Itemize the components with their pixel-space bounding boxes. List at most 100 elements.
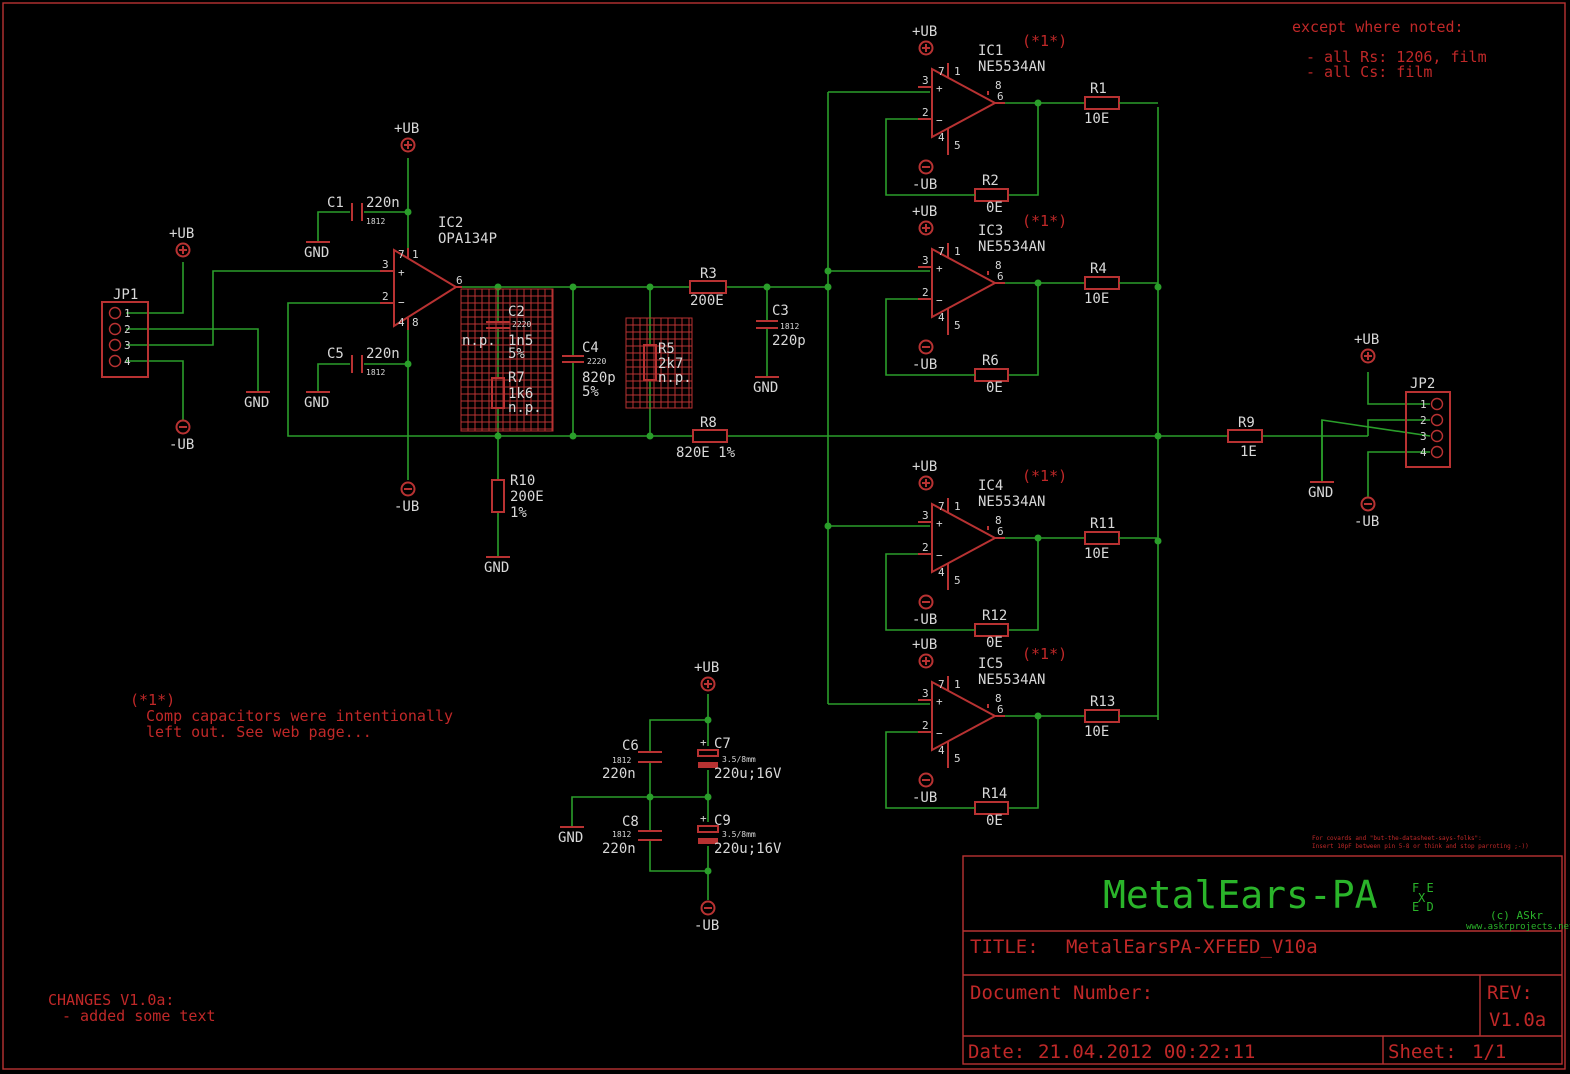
svg-text:E D: E D	[1412, 900, 1434, 914]
c5-capacitor: C5 220n 1812	[327, 346, 400, 377]
svg-text:-UB: -UB	[912, 790, 937, 806]
svg-text:0E: 0E	[986, 635, 1003, 651]
plus-supply-icon: +UB	[1354, 332, 1379, 364]
svg-text:R7: R7	[508, 370, 525, 386]
jp2-connector: 12 34 JP2	[1405, 376, 1451, 468]
plus-supply-icon: +UB	[912, 637, 937, 669]
r5-resistor: R5 2k7 n.p.	[643, 341, 692, 386]
svg-text:R14: R14	[982, 786, 1007, 802]
svg-text:+: +	[936, 262, 943, 275]
svg-text:-UB: -UB	[694, 918, 719, 934]
svg-text:3: 3	[922, 509, 929, 522]
buffer-ic-label: IC1	[978, 43, 1003, 59]
plus-supply-icon: +UB	[169, 226, 194, 258]
svg-text:n.p.: n.p.	[508, 400, 542, 416]
svg-text:www.askrprojects.net: www.askrprojects.net	[1466, 922, 1570, 932]
buffer-ic-label: IC5	[978, 656, 1003, 672]
c3-capacitor: C3 1812 220p	[756, 303, 806, 349]
svg-text:10E: 10E	[1084, 546, 1109, 562]
svg-text:- all Cs: film: - all Cs: film	[1306, 63, 1432, 81]
svg-text:1812: 1812	[612, 830, 631, 839]
svg-text:n.p.: n.p.	[462, 333, 496, 349]
buffer-stage-2: +−32674815IC3NE5534AN(*1*)R410ER60E+UB-U…	[885, 204, 1158, 396]
svg-text:7: 7	[938, 678, 945, 691]
svg-text:220p: 220p	[772, 333, 806, 349]
svg-text:Insert 10pF between pin 5-8 or: Insert 10pF between pin 5-8 or think and…	[1312, 843, 1529, 850]
r10-resistor: R10 200E 1%	[491, 473, 544, 521]
svg-text:2: 2	[1420, 414, 1427, 427]
plus-supply-icon: +UB	[912, 204, 937, 236]
svg-text:0E: 0E	[986, 380, 1003, 396]
svg-text:+: +	[936, 82, 943, 95]
svg-text:R2: R2	[982, 173, 999, 189]
header-notes: except where noted: - all Rs: 1206, film…	[1292, 18, 1487, 81]
svg-text:3: 3	[922, 74, 929, 87]
svg-text:6: 6	[997, 270, 1004, 283]
svg-text:1k6: 1k6	[508, 386, 533, 402]
svg-text:220n: 220n	[602, 766, 636, 782]
svg-text:7: 7	[398, 248, 405, 261]
plus-supply-icon: +UB	[394, 121, 419, 153]
svg-text:1812: 1812	[366, 217, 385, 226]
buffer-ic-label: IC4	[978, 478, 1003, 494]
svg-text:+: +	[700, 812, 707, 825]
svg-text:+UB: +UB	[912, 24, 937, 40]
svg-text:8: 8	[412, 316, 419, 329]
svg-text:-UB: -UB	[394, 499, 419, 515]
svg-text:-UB: -UB	[169, 437, 194, 453]
svg-text:GND: GND	[1308, 485, 1333, 501]
svg-text:1: 1	[954, 500, 961, 513]
c7-capacitor: + C7 3.5/8mm 220u;16V	[697, 736, 782, 782]
changes-note: CHANGES V1.0a: - added some text	[48, 991, 216, 1025]
svg-text:2: 2	[922, 106, 929, 119]
svg-text:V1.0a: V1.0a	[1489, 1009, 1546, 1031]
svg-text:C4: C4	[582, 340, 599, 356]
comp-star-label: (*1*)	[1022, 212, 1067, 230]
svg-text:left out. See web page...: left out. See web page...	[146, 723, 372, 741]
svg-text:5: 5	[954, 319, 961, 332]
title-block: MetalEars-PA F E X E D (c) ASkr www.askr…	[962, 855, 1570, 1065]
ground-icon: GND	[558, 826, 584, 846]
ground-icon: GND	[304, 391, 330, 411]
svg-text:C8: C8	[622, 814, 639, 830]
svg-text:4: 4	[938, 311, 945, 324]
comp-star-label: (*1*)	[1022, 32, 1067, 50]
svg-text:4: 4	[938, 131, 945, 144]
svg-text:R13: R13	[1090, 694, 1115, 710]
svg-text:3.5/8mm: 3.5/8mm	[722, 830, 756, 839]
jp1-label: JP1	[113, 287, 138, 303]
svg-text:2k7: 2k7	[658, 356, 683, 372]
svg-text:220n: 220n	[366, 195, 400, 211]
comp-star-label: (*1*)	[1022, 467, 1067, 485]
svg-text:C3: C3	[772, 303, 789, 319]
svg-text:Sheet:: Sheet:	[1388, 1041, 1457, 1063]
svg-text:3: 3	[922, 254, 929, 267]
svg-text:7: 7	[938, 245, 945, 258]
ic2-type: OPA134P	[438, 231, 497, 247]
svg-text:8: 8	[995, 514, 1002, 527]
svg-text:7: 7	[938, 65, 945, 78]
junctions	[404, 208, 1162, 875]
svg-text:R8: R8	[700, 415, 717, 431]
buffer-stage-1: +−32674815IC1NE5534AN(*1*)R110ER20E+UB-U…	[885, 24, 1158, 216]
svg-text:200E: 200E	[510, 489, 544, 505]
ground-icon: GND	[1308, 481, 1334, 501]
svg-text:1: 1	[954, 65, 961, 78]
svg-text:8: 8	[995, 259, 1002, 272]
svg-text:4: 4	[398, 316, 405, 329]
svg-text:0E: 0E	[986, 813, 1003, 829]
svg-text:5: 5	[954, 574, 961, 587]
svg-text:GND: GND	[484, 560, 509, 576]
svg-text:220u;16V: 220u;16V	[714, 766, 782, 782]
svg-text:1: 1	[412, 248, 419, 261]
svg-text:-UB: -UB	[912, 357, 937, 373]
svg-text:820E 1%: 820E 1%	[676, 445, 736, 461]
svg-text:C1: C1	[327, 195, 344, 211]
svg-text:2: 2	[124, 323, 131, 336]
svg-text:1812: 1812	[780, 322, 799, 331]
c1-capacitor: C1 220n 1812	[327, 195, 400, 226]
svg-text:C5: C5	[327, 346, 344, 362]
